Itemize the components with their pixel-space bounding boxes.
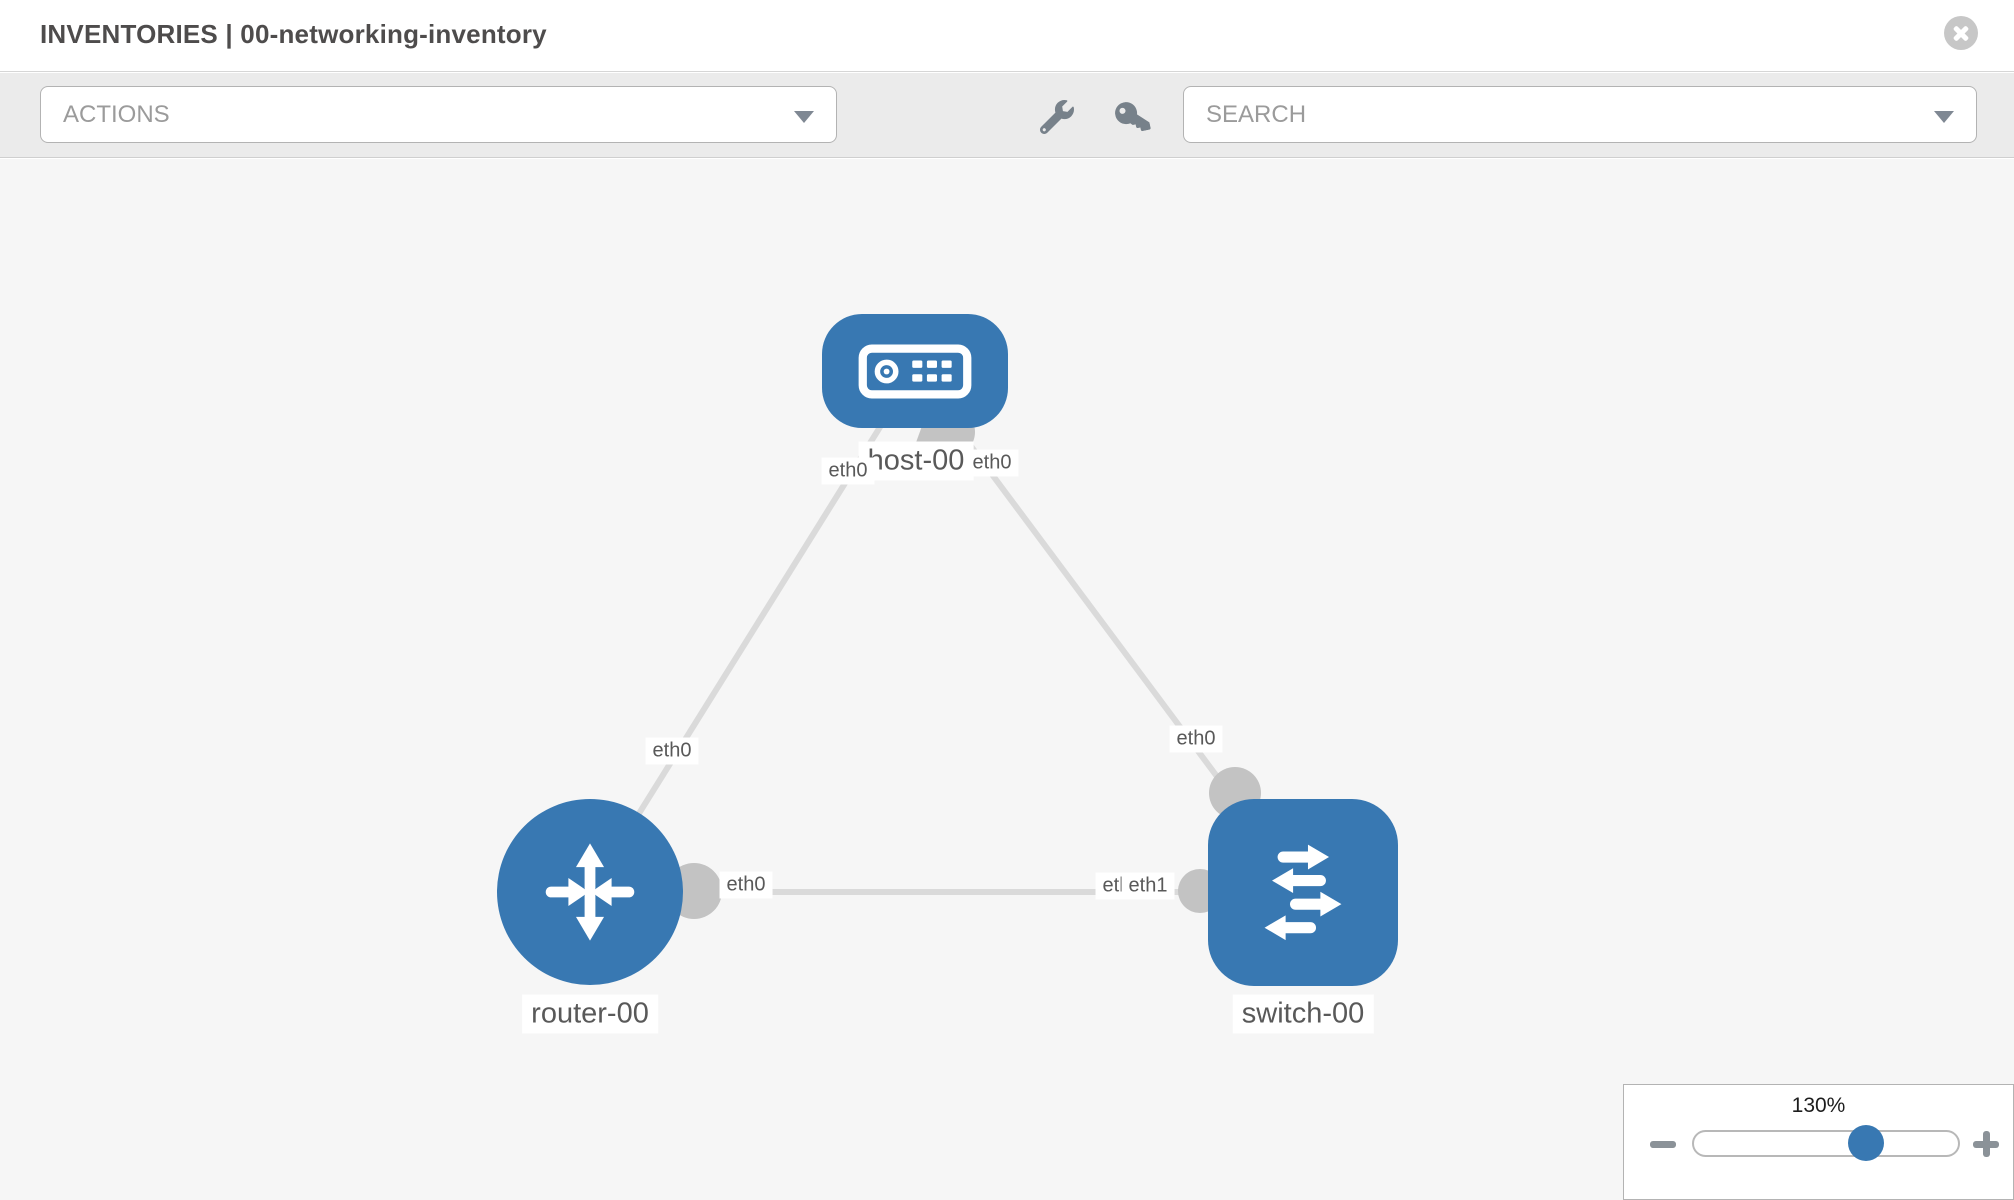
search-dropdown-label: SEARCH [1206,100,1307,128]
zoom-panel: 130% [1623,1084,2014,1200]
interface-label: eth0 [821,457,875,485]
toolbar: ACTIONS SEARCH [0,73,2014,158]
close-icon [1944,16,1978,50]
interface-label: eth0 [965,449,1019,477]
interface-label: eth1 [1121,872,1175,900]
page-title: INVENTORIES | 00-networking-inventory [40,19,547,49]
search-dropdown[interactable]: SEARCH [1183,86,1977,143]
zoom-slider[interactable] [1692,1125,1960,1161]
server-icon [858,343,972,399]
chevron-down-icon [794,111,814,123]
interface-label: eth0 [719,871,773,899]
zoom-level: 130% [1791,1094,1846,1117]
router-arrows-icon [545,843,635,941]
node-router-00[interactable] [497,799,683,985]
zoom-in-button[interactable] [1971,1129,2001,1159]
wrench-icon [1040,100,1074,134]
plus-icon [1982,1131,1990,1157]
node-label-host-00: host-00 [858,441,974,481]
node-host-00[interactable] [822,314,1008,428]
minus-icon [1650,1140,1676,1148]
node-label-router-00: router-00 [522,994,658,1034]
header: INVENTORIES | 00-networking-inventory [0,0,2014,72]
credentials-button[interactable] [1115,99,1152,135]
actions-dropdown-label: ACTIONS [63,100,170,128]
tools-button[interactable] [1040,99,1076,135]
switch-arrows-icon [1264,844,1342,940]
key-icon [1115,102,1151,132]
close-button[interactable] [1944,16,1978,50]
actions-dropdown[interactable]: ACTIONS [40,86,837,143]
zoom-slider-thumb[interactable] [1848,1125,1884,1161]
interface-label: eth0 [645,737,699,765]
interface-label: eth0 [1169,725,1223,753]
topology-links [587,369,1306,919]
node-label-switch-00: switch-00 [1232,994,1374,1034]
topology-canvas[interactable]: host-00 router-00 switch-00 eth0 eth0 et… [0,159,2014,1200]
zoom-out-button[interactable] [1648,1129,1678,1159]
chevron-down-icon [1934,111,1954,123]
node-switch-00[interactable] [1208,799,1398,986]
